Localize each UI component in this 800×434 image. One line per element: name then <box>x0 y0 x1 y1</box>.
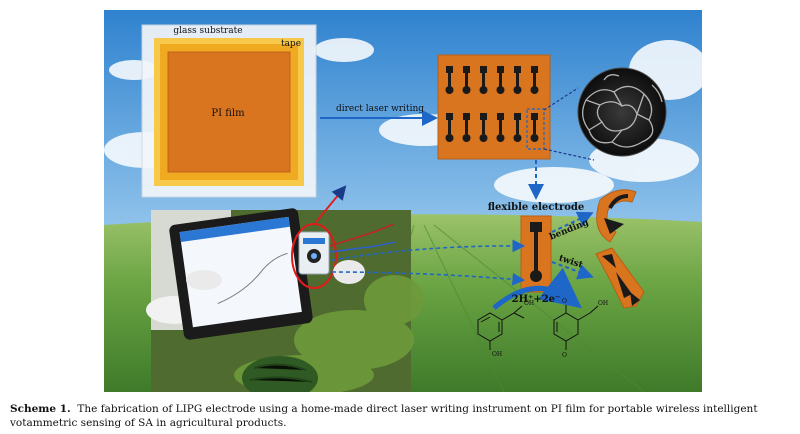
field-photo <box>146 185 424 392</box>
selected-electrode-box <box>526 108 545 150</box>
watermelon <box>242 356 318 392</box>
svg-text:OH: OH <box>492 351 502 358</box>
sem-image <box>577 67 667 157</box>
salicylic-acid-structure <box>477 305 525 350</box>
flexible-electrode <box>520 215 552 293</box>
pi-film <box>168 52 290 172</box>
tape-label: tape <box>281 39 301 49</box>
svg-text:OH: OH <box>524 300 534 307</box>
caption-text: The fabrication of LIPG electrode using … <box>10 403 758 429</box>
reaction-arrow <box>492 267 582 310</box>
glass-substrate-label: glass substrate <box>173 26 242 36</box>
svg-text:OH: OH <box>598 300 608 307</box>
svg-text:O: O <box>562 298 567 305</box>
reaction-label: 2H⁺+2e⁻ <box>512 294 561 305</box>
caption-label: Scheme 1. <box>10 403 71 415</box>
oxidized-product-structure <box>553 305 599 350</box>
twisted-electrode <box>595 247 645 309</box>
pi-film-label: PI film <box>211 108 245 119</box>
flexible-electrode-label: flexible electrode <box>488 202 585 213</box>
portable-instrument <box>298 231 330 275</box>
scheme-illustration: glass substrate tape PI film direct lase… <box>104 10 702 392</box>
svg-text:O: O <box>562 352 567 359</box>
figure-caption: Scheme 1. The fabrication of LIPG electr… <box>10 402 790 430</box>
direct-laser-writing-label: direct laser writing <box>336 104 424 114</box>
patterned-electrode-sheet <box>437 54 551 160</box>
tablet <box>169 208 313 340</box>
bent-electrode <box>596 189 637 243</box>
instrument-highlight <box>291 223 337 289</box>
